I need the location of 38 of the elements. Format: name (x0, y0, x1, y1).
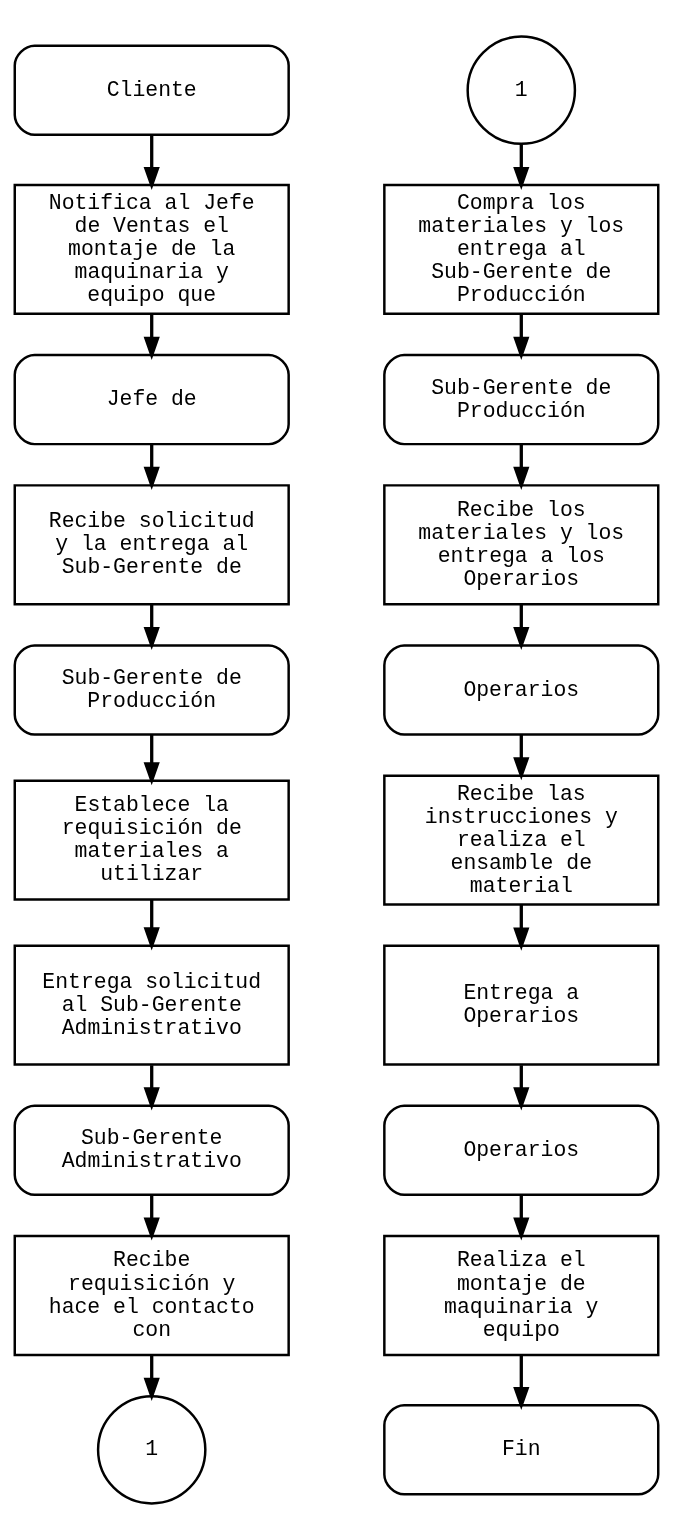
node-box: Fin (383, 1404, 660, 1496)
arrow (143, 1355, 160, 1401)
arrow (143, 134, 160, 191)
node-box: Entrega solicitud al Sub-Gerente Administrativo (13, 944, 290, 1066)
node-box: Sub-Gerente Administrativo (13, 1104, 290, 1197)
node-box: Recibe requisición y hace el contacto con (13, 1234, 290, 1357)
arrow (143, 1065, 160, 1111)
node-box: Recibe los materiales y los entrega a los Operarios (383, 484, 660, 606)
arrow (513, 144, 530, 191)
node-box: Cliente (13, 44, 290, 136)
node-box: Realiza el montaje de maquinaria y equipo (383, 1234, 660, 1357)
arrow (143, 444, 160, 490)
node-box: Compra los materiales y los entrega al Sub-Gerente de Producción (383, 183, 660, 316)
node-box: Operarios (383, 644, 660, 736)
node-box: Jefe de (13, 353, 290, 446)
node-box: Sub-Gerente de Producción (383, 353, 660, 446)
node-box: Sub-Gerente de Producción (13, 644, 290, 736)
node-box: Recibe solicitud y la entrega al Sub-Gerente de (13, 484, 290, 606)
arrow (513, 1355, 530, 1411)
arrow (143, 313, 160, 360)
arrow (143, 604, 160, 651)
node-box: Operarios (383, 1104, 660, 1197)
node-box: Notifica al Jefe de Ventas el montaje de la maquinaria y equipo que (13, 183, 290, 316)
node-circle: 1 (96, 1394, 207, 1505)
arrow (143, 899, 160, 951)
arrow (513, 1195, 530, 1241)
arrow (513, 1065, 530, 1111)
arrow (143, 1195, 160, 1241)
arrow (513, 444, 530, 490)
arrow (513, 734, 530, 781)
node-circle: 1 (466, 35, 577, 146)
node-box: Recibe las instrucciones y realiza el ensamble de material (383, 774, 660, 906)
arrow (143, 734, 160, 786)
node-box: Establece la requisición de materiales a utilizar (13, 779, 290, 901)
node-box: Entrega a Operarios (383, 944, 660, 1066)
arrow (513, 604, 530, 651)
arrow (513, 313, 530, 360)
arrow (513, 904, 530, 951)
